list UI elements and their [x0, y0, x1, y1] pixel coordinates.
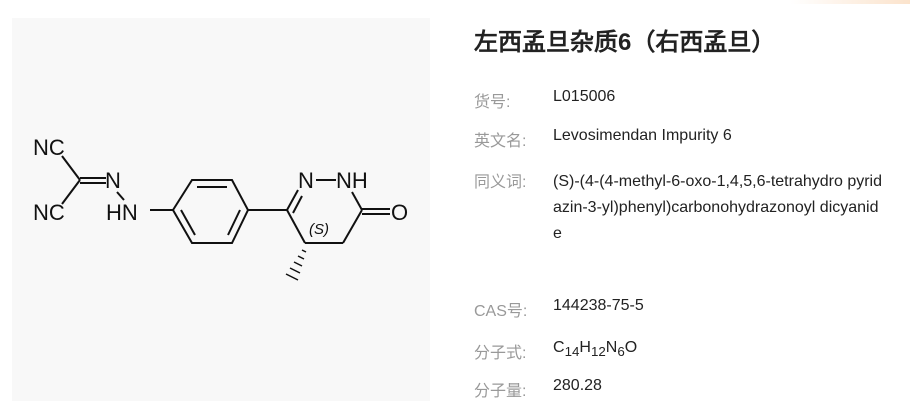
field-label: 货号: [474, 94, 511, 111]
field-label: 分子式: [474, 345, 527, 362]
atom-label: HN [106, 200, 138, 225]
atom-label: N [105, 168, 121, 193]
atom-label: NH [336, 168, 368, 193]
decorative-corner [790, 0, 910, 4]
atom-label: N [298, 168, 314, 193]
product-title: 左西孟旦杂质6（右西孟旦） [474, 29, 776, 56]
atom-label: NC [33, 135, 65, 160]
atom-label: O [391, 200, 408, 225]
field-value: L015006 [553, 88, 616, 105]
field-value: 280.28 [553, 377, 602, 394]
stereo-label: (S) [309, 221, 329, 238]
field-value: C14H12N6O [553, 339, 638, 360]
field-label: 分子量: [474, 383, 527, 400]
field-label: 同义词: [474, 174, 527, 191]
chemical-structure: NC NC N HN N NH O (S) [33, 135, 408, 281]
field-value: (S)-(4-(4-methyl-6-oxo-1,4,5,6-tetrahydr… [553, 173, 882, 242]
field-value: Levosimendan Impurity 6 [553, 127, 732, 144]
field-value: 144238-75-5 [553, 297, 644, 314]
atom-label: NC [33, 200, 65, 225]
field-label: 英文名: [474, 133, 527, 150]
structure-image-panel: NC NC N HN N NH O (S) [12, 18, 430, 401]
field-label: CAS号: [474, 303, 528, 320]
